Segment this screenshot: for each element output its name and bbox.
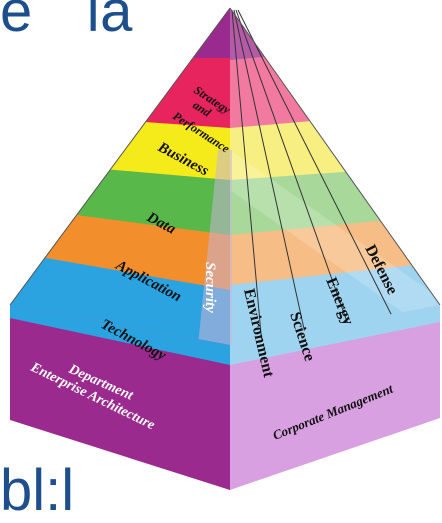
ea-pyramid-diagram: Strategy and Performance Business Data A…: [0, 0, 442, 506]
cropped-heading-bottom: bl:l: [0, 462, 74, 520]
label-security: Security: [202, 262, 218, 313]
